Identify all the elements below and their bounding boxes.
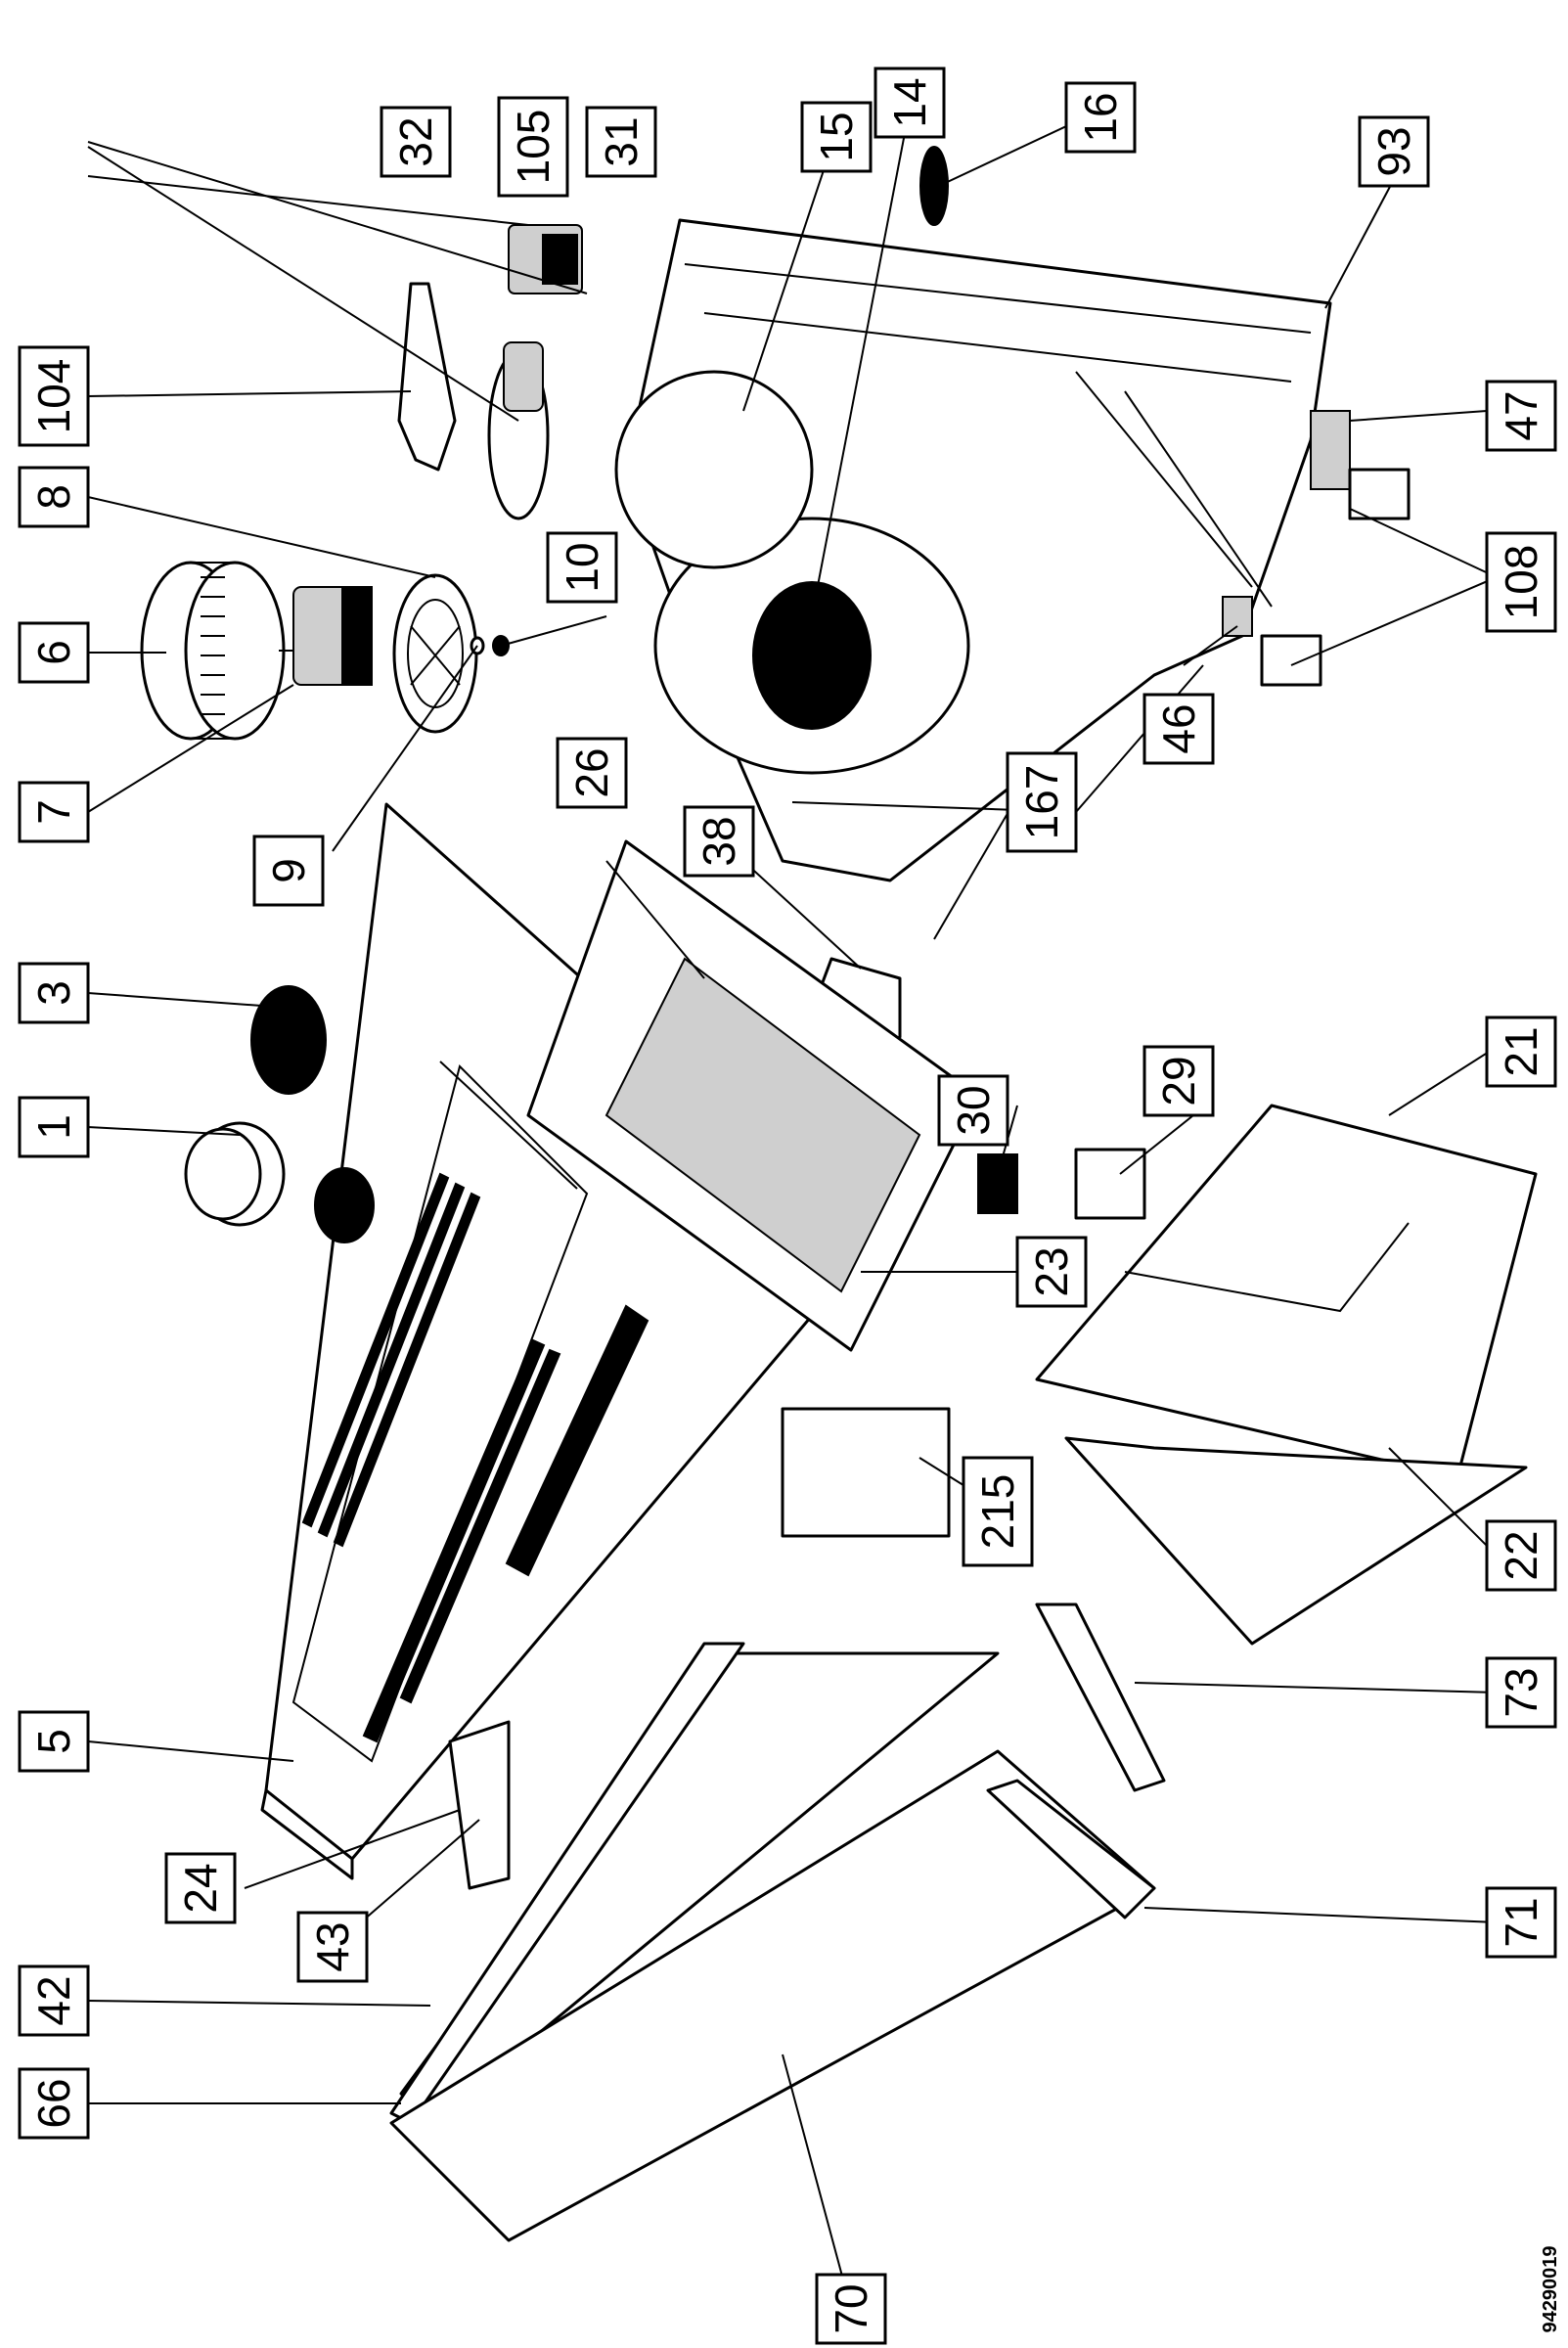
svg-text:38: 38 <box>694 816 744 866</box>
svg-text:14: 14 <box>884 77 935 127</box>
callout-21: 21 <box>1485 1016 1557 1088</box>
part-bulb <box>487 341 550 520</box>
callout-30: 30 <box>937 1074 1009 1147</box>
part-visor-71 <box>986 1779 1156 1919</box>
callout-10: 10 <box>546 531 618 604</box>
callout-5: 5 <box>18 1710 90 1773</box>
svg-text:29: 29 <box>1153 1056 1204 1106</box>
svg-text:42: 42 <box>28 1975 79 2025</box>
callout-70: 70 <box>815 2273 887 2345</box>
callout-42: 42 <box>18 1964 90 2037</box>
part-46 <box>1222 596 1253 637</box>
part-blower-housing <box>614 218 1332 882</box>
part-switch-30 <box>977 1153 1018 1214</box>
callout-29: 29 <box>1142 1045 1215 1117</box>
svg-text:3: 3 <box>28 980 79 1006</box>
svg-text:46: 46 <box>1153 703 1204 753</box>
part-108-a <box>1348 468 1411 520</box>
svg-text:73: 73 <box>1496 1667 1546 1717</box>
part-lamp-lens <box>397 282 457 472</box>
svg-text:32: 32 <box>390 116 441 166</box>
callout-47: 47 <box>1485 380 1557 452</box>
callout-43: 43 <box>296 1911 369 1983</box>
part-duct-collar <box>184 1121 286 1227</box>
callout-215: 215 <box>962 1456 1034 1567</box>
svg-text:24: 24 <box>175 1863 226 1913</box>
callout-24: 24 <box>164 1852 237 1924</box>
svg-text:26: 26 <box>566 747 617 797</box>
part-215 <box>781 1407 951 1538</box>
callout-71: 71 <box>1485 1886 1557 1959</box>
svg-text:70: 70 <box>826 2283 876 2333</box>
callout-9: 9 <box>252 835 325 907</box>
callout-31: 31 <box>585 106 657 178</box>
svg-text:23: 23 <box>1026 1246 1077 1296</box>
svg-text:71: 71 <box>1496 1897 1546 1947</box>
svg-text:31: 31 <box>596 116 647 166</box>
callout-108: 108 <box>1485 531 1557 633</box>
callout-1: 1 <box>18 1096 90 1158</box>
callout-66: 66 <box>18 2067 90 2140</box>
part-24 <box>448 1720 511 1890</box>
svg-text:16: 16 <box>1075 92 1126 142</box>
callout-32: 32 <box>380 106 452 178</box>
svg-text:6: 6 <box>28 640 79 665</box>
callout-22: 22 <box>1485 1519 1557 1592</box>
svg-text:22: 22 <box>1496 1530 1546 1580</box>
part-clip <box>919 146 949 226</box>
svg-text:7: 7 <box>28 799 79 825</box>
part-switch-29 <box>1074 1148 1146 1220</box>
callout-15: 15 <box>800 101 873 173</box>
part-47 <box>1310 410 1351 490</box>
part-grease-filter-22 <box>1064 1436 1528 1646</box>
part-blower-wheel <box>140 561 286 741</box>
part-grille-plate <box>392 573 478 734</box>
callout-104: 104 <box>18 345 90 447</box>
svg-text:108: 108 <box>1496 545 1546 620</box>
part-cover-plate <box>250 985 327 1095</box>
callout-8: 8 <box>18 466 90 528</box>
svg-text:8: 8 <box>28 484 79 510</box>
part-handle-73 <box>1035 1603 1166 1792</box>
callout-14: 14 <box>874 67 946 139</box>
part-visor-70 <box>389 1749 1156 2242</box>
callout-7: 7 <box>18 781 90 843</box>
svg-text:104: 104 <box>28 359 79 434</box>
callout-6: 6 <box>18 621 90 684</box>
svg-text:105: 105 <box>508 110 559 185</box>
callout-167: 167 <box>1006 751 1078 853</box>
svg-text:66: 66 <box>28 2078 79 2128</box>
svg-text:10: 10 <box>557 542 607 592</box>
part-motor <box>279 586 373 686</box>
svg-text:167: 167 <box>1016 765 1067 840</box>
callout-46: 46 <box>1142 693 1215 765</box>
svg-text:43: 43 <box>307 1921 358 1971</box>
part-lamp-socket <box>508 224 583 294</box>
svg-text:5: 5 <box>28 1729 79 1754</box>
part-housing-top <box>260 802 877 1880</box>
vent-slots <box>301 1172 481 1548</box>
svg-text:30: 30 <box>948 1085 999 1135</box>
svg-text:21: 21 <box>1496 1026 1546 1076</box>
svg-text:1: 1 <box>28 1114 79 1140</box>
part-108-b <box>1260 634 1322 687</box>
callout-26: 26 <box>556 737 628 809</box>
svg-text:215: 215 <box>972 1474 1023 1550</box>
drawing-id: 94290019 <box>1540 2246 1561 2333</box>
callout-38: 38 <box>683 805 755 878</box>
callout-3: 3 <box>18 962 90 1024</box>
svg-text:9: 9 <box>263 858 314 883</box>
callout-93: 93 <box>1358 115 1430 188</box>
callout-16: 16 <box>1064 81 1137 154</box>
part-filter-frame <box>526 839 980 1352</box>
svg-text:93: 93 <box>1368 126 1419 176</box>
callout-23: 23 <box>1015 1236 1088 1308</box>
svg-text:15: 15 <box>811 112 862 161</box>
svg-text:47: 47 <box>1496 390 1546 440</box>
callout-105: 105 <box>497 96 569 198</box>
callout-73: 73 <box>1485 1656 1557 1729</box>
